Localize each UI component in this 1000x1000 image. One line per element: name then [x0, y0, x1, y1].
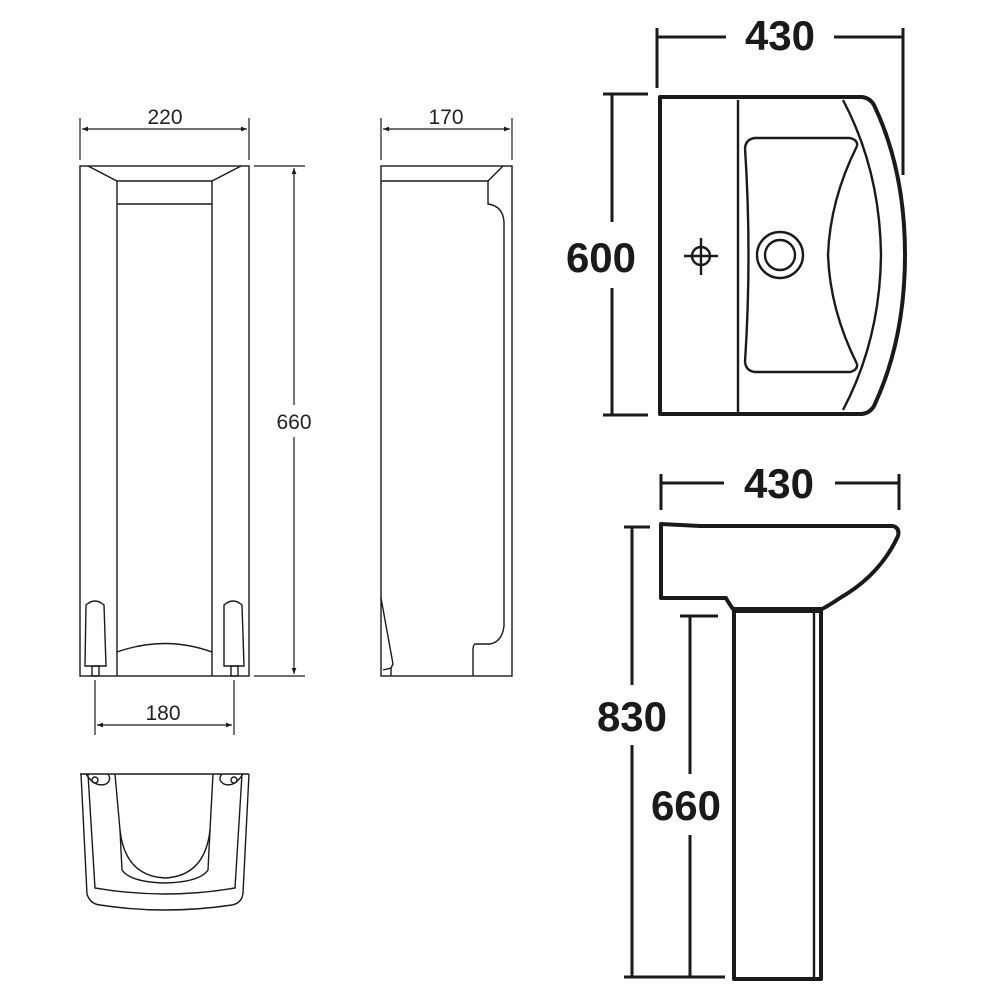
foot-spacing-label: 180 — [145, 702, 180, 725]
pedestal-depth-label: 170 — [428, 106, 463, 129]
pedestal-side-view: 170 — [380, 106, 513, 677]
basin-depth-label: 600 — [566, 234, 636, 281]
pedestal-width-label: 220 — [147, 106, 182, 129]
pedestal-height-label: 660 — [276, 411, 311, 434]
pedestal-height-label-side: 660 — [651, 782, 721, 829]
basin-side-view: 430 830 660 — [597, 460, 901, 981]
basin-side-width-label: 430 — [744, 460, 814, 507]
pedestal-top-view — [80, 773, 250, 911]
basin-top-view: 430 600 — [566, 12, 907, 417]
pedestal-front-view: 220 660 180 — [79, 106, 312, 735]
basin-width-label: 430 — [745, 12, 815, 59]
overall-height-label: 830 — [597, 693, 667, 740]
